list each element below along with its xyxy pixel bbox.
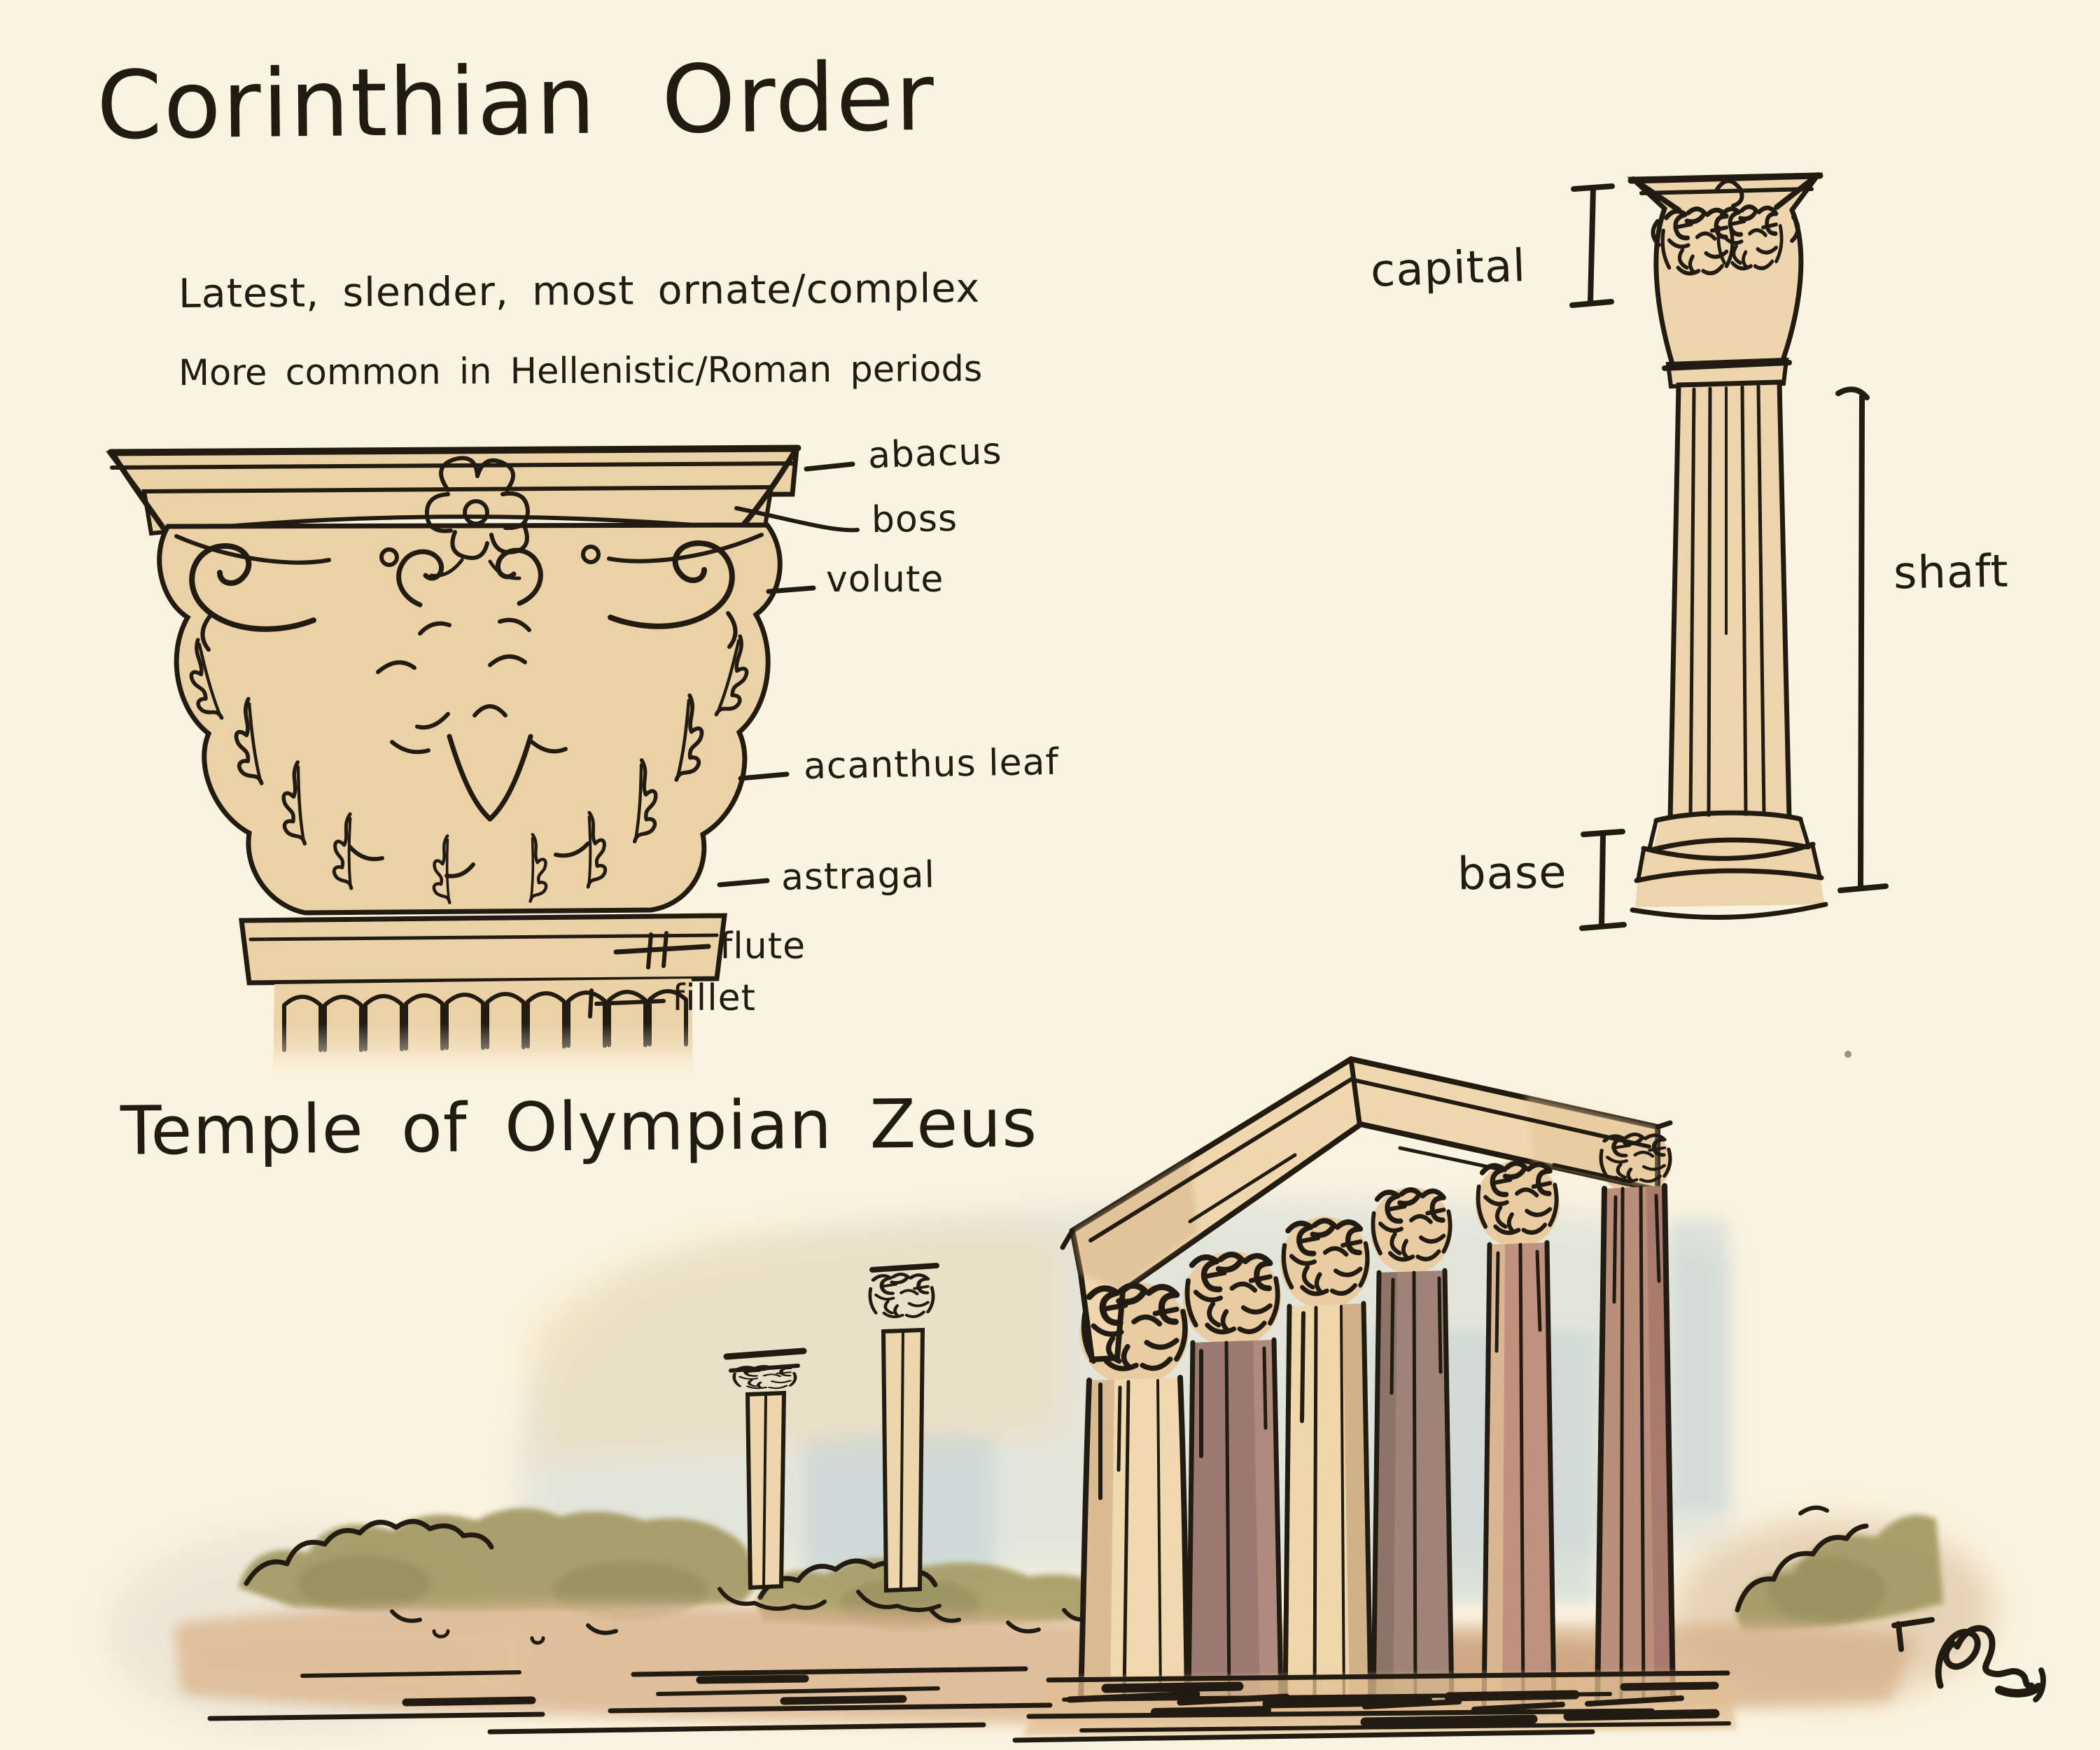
subtitle-line-2: More common in Hellenistic/Roman periods — [178, 348, 983, 395]
label-astragal: astragal — [780, 854, 936, 899]
label-abacus: abacus — [867, 430, 1003, 477]
temple-section-title: Temple of Olympian Zeus — [120, 1084, 1038, 1170]
label-boss: boss — [871, 497, 958, 542]
capital-leader-lines — [588, 461, 860, 1018]
shrubs — [238, 1505, 1943, 1631]
acanthus-leaves — [179, 617, 759, 904]
foreground-ground-lines — [207, 1670, 1595, 1743]
boss-rosette — [424, 456, 530, 580]
scattered-rubble — [390, 1608, 1091, 1645]
volutes — [174, 533, 764, 652]
label-shaft: shaft — [1893, 545, 2010, 600]
ruin-column-tall — [856, 1263, 941, 1612]
capital-bracket — [1569, 183, 1615, 308]
label-acanthus-leaf: acanthus leaf — [803, 741, 1060, 788]
shaft-bracket — [1835, 386, 1889, 893]
subtitle-line-1: Latest, slender, most ornate/complex — [178, 265, 981, 317]
base-bracket — [1579, 829, 1627, 931]
capital-illustration — [106, 444, 860, 1086]
label-fillet: fillet — [672, 977, 757, 1019]
label-capital: capital — [1369, 240, 1527, 298]
page-title: Corinthian Order — [96, 42, 936, 161]
label-flute: flute — [720, 925, 806, 967]
temple-steps — [608, 1666, 1736, 1736]
column-illustration — [1569, 172, 1889, 931]
temple-illustration — [608, 1056, 1736, 1736]
label-volute: volute — [826, 559, 944, 601]
artist-signature — [1891, 1617, 2046, 1702]
ruin-column-short — [718, 1348, 827, 1611]
label-base: base — [1457, 846, 1568, 901]
temple-capitals — [1084, 1135, 1670, 1500]
